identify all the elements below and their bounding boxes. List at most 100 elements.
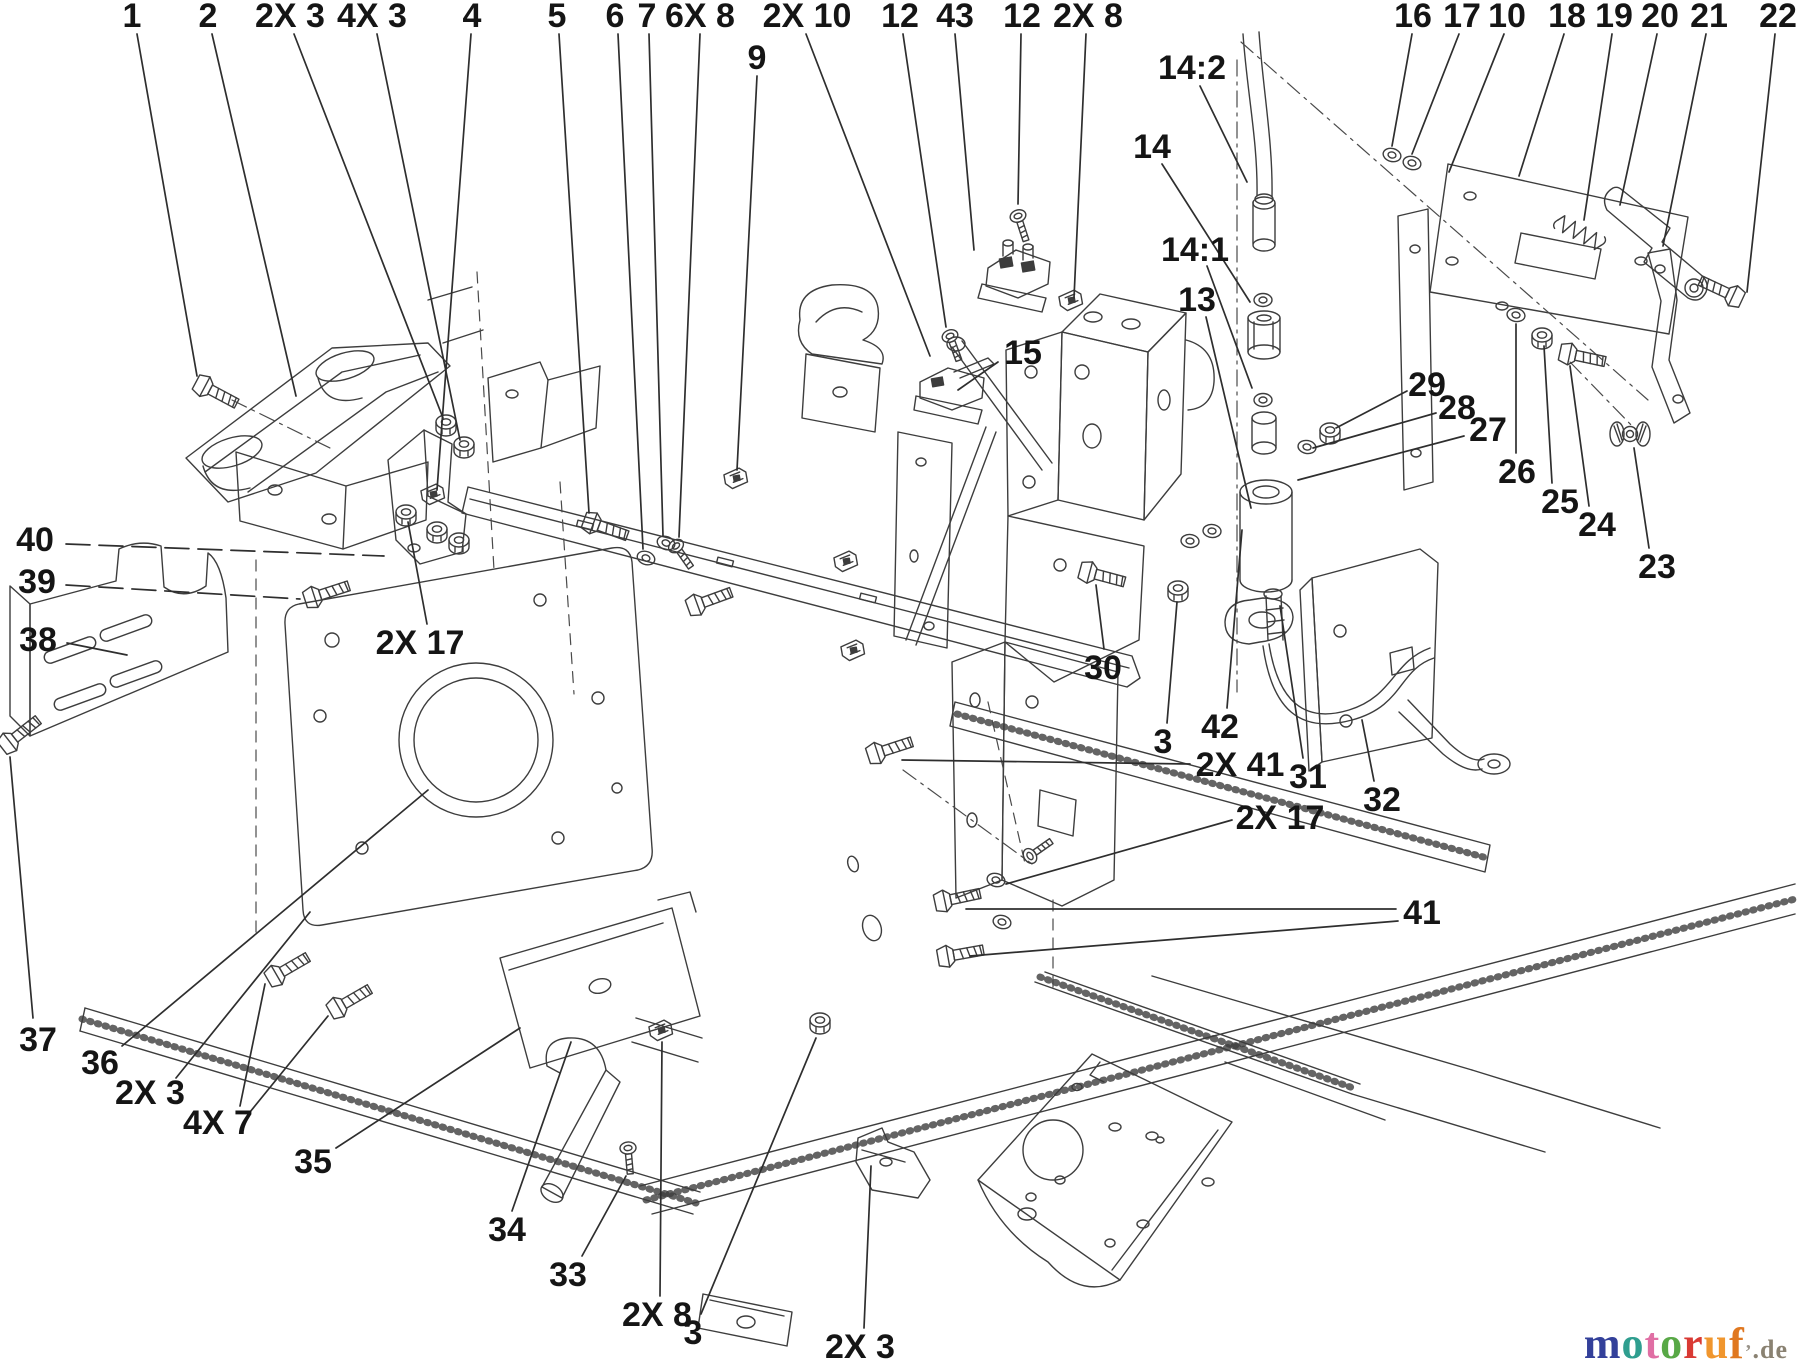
callout-2X-10-10: 2X 10	[763, 0, 931, 357]
callout-31-39: 31	[1279, 605, 1327, 796]
part-number-label: 9	[748, 39, 767, 77]
washer-icon	[1400, 153, 1424, 173]
part-number-label: 12	[1003, 0, 1041, 35]
part-number-label: 31	[1289, 758, 1327, 796]
callout-42-37: 42	[1201, 529, 1243, 746]
part-number-label: 4X 3	[337, 0, 407, 35]
callout-2X-3-2: 2X 3	[255, 0, 444, 419]
part-number-label: 2X 3	[115, 1074, 185, 1112]
leader-line	[1312, 412, 1437, 449]
washer-icon	[1380, 145, 1404, 165]
washer-icon	[1253, 292, 1273, 308]
leader-line	[678, 33, 701, 538]
leader-line	[1073, 33, 1087, 299]
leader-line	[902, 33, 947, 328]
flange-nut-icon	[809, 1012, 831, 1035]
callout-2X-3-48: 2X 3	[115, 911, 311, 1112]
callout-15-19: 15	[957, 334, 1042, 391]
left-frame-rail-illustration	[78, 1007, 703, 1215]
flange-nut-icon	[448, 532, 470, 555]
callout-30-35: 30	[1084, 584, 1122, 687]
part-number-label: 22	[1759, 0, 1797, 35]
leader-line	[66, 642, 128, 656]
rear-bracket-illustration	[1299, 548, 1511, 775]
leader-line	[1448, 33, 1505, 173]
callout-36-47: 36	[81, 789, 429, 1082]
washer-icon	[1179, 533, 1201, 549]
callout-20-25: 20	[1619, 0, 1679, 206]
part-number-label: 36	[81, 1044, 119, 1082]
callout-1-0: 1	[123, 0, 198, 377]
callout-13-18: 13	[1178, 281, 1252, 509]
leader-line	[407, 521, 428, 625]
leader-line	[1279, 605, 1304, 759]
part-number-label: 10	[1488, 0, 1526, 35]
spring-icon	[1551, 212, 1608, 253]
washer-icon	[990, 912, 1014, 932]
leader-line	[957, 361, 999, 391]
dash-panel-illustration	[1397, 163, 1689, 491]
part-number-label: 12	[881, 0, 919, 35]
part-number-label: 43	[936, 0, 974, 35]
callout-7-7: 7	[638, 0, 664, 537]
callout-40-43: 40	[16, 521, 385, 559]
hex-bolt-icon	[261, 946, 315, 991]
flange-nut-icon	[1531, 327, 1553, 350]
callout-4X-3-3: 4X 3	[337, 0, 461, 441]
flange-nut-icon	[435, 414, 457, 437]
leader-line	[1391, 33, 1413, 147]
hex-bolt-icon	[323, 978, 377, 1023]
callout-2X-17-51: 2X 17	[376, 521, 464, 662]
callout-22-27: 22	[1746, 0, 1797, 293]
leader-line	[1205, 316, 1252, 509]
part-number-label: 32	[1363, 781, 1401, 819]
callout-10-22: 10	[1448, 0, 1526, 173]
callout-24-33: 24	[1569, 365, 1616, 544]
hex-bolt-icon	[1557, 340, 1608, 374]
callout-33-53: 33	[549, 1175, 627, 1294]
part-number-label: 6X 8	[665, 0, 735, 35]
leader-line	[805, 33, 931, 357]
part-number-label: 29	[1408, 366, 1446, 404]
leader-line	[511, 1041, 572, 1212]
leader-line	[1633, 447, 1650, 549]
callout-2X-8-54: 2X 8	[622, 1041, 692, 1334]
leader-line	[700, 1037, 817, 1315]
callout-35-50: 35	[294, 1027, 521, 1181]
screw-icon	[1007, 207, 1035, 244]
watermark-letter: t	[1644, 1319, 1661, 1368]
watermark-letter: r	[1683, 1319, 1704, 1368]
callout-2X-17-41: 2X 17	[1005, 799, 1324, 885]
leader-line	[954, 33, 975, 251]
leader-line	[1297, 435, 1465, 481]
callout-37-46: 37	[9, 756, 57, 1059]
part-number-label: 30	[1084, 649, 1122, 687]
support-strap-illustration	[1647, 248, 1691, 424]
hex-bolt-icon	[935, 938, 986, 970]
motoruf-watermark: motoruf’.de	[1584, 1322, 1788, 1366]
watermark-letter: u	[1703, 1319, 1730, 1368]
part-number-label: 2X 3	[825, 1328, 895, 1366]
leader-line	[1569, 365, 1590, 507]
part-number-label: 3	[684, 1314, 703, 1352]
washer-icon	[634, 548, 658, 568]
hex-bolt-icon	[1076, 558, 1128, 594]
part-number-label: 19	[1595, 0, 1633, 35]
flange-nut-icon	[1167, 580, 1189, 603]
callout-25-32: 25	[1541, 345, 1579, 521]
leader-line	[293, 33, 444, 419]
watermark-letter: o	[1660, 1319, 1684, 1368]
callout-12-11: 12	[881, 0, 947, 328]
hex-bolt-icon	[0, 710, 46, 758]
part-number-label: 4X 7	[183, 1104, 253, 1142]
leader-line	[901, 759, 1191, 765]
leader-line	[1206, 265, 1253, 389]
transmission-plate-illustration	[284, 546, 653, 927]
callout-12-13: 12	[1003, 0, 1041, 205]
part-number-label: 7	[638, 0, 657, 35]
leader-line	[1095, 584, 1105, 650]
shift-boot-illustration	[797, 284, 1053, 649]
part-number-label: 5	[548, 0, 567, 35]
part-number-label: 35	[294, 1143, 332, 1181]
